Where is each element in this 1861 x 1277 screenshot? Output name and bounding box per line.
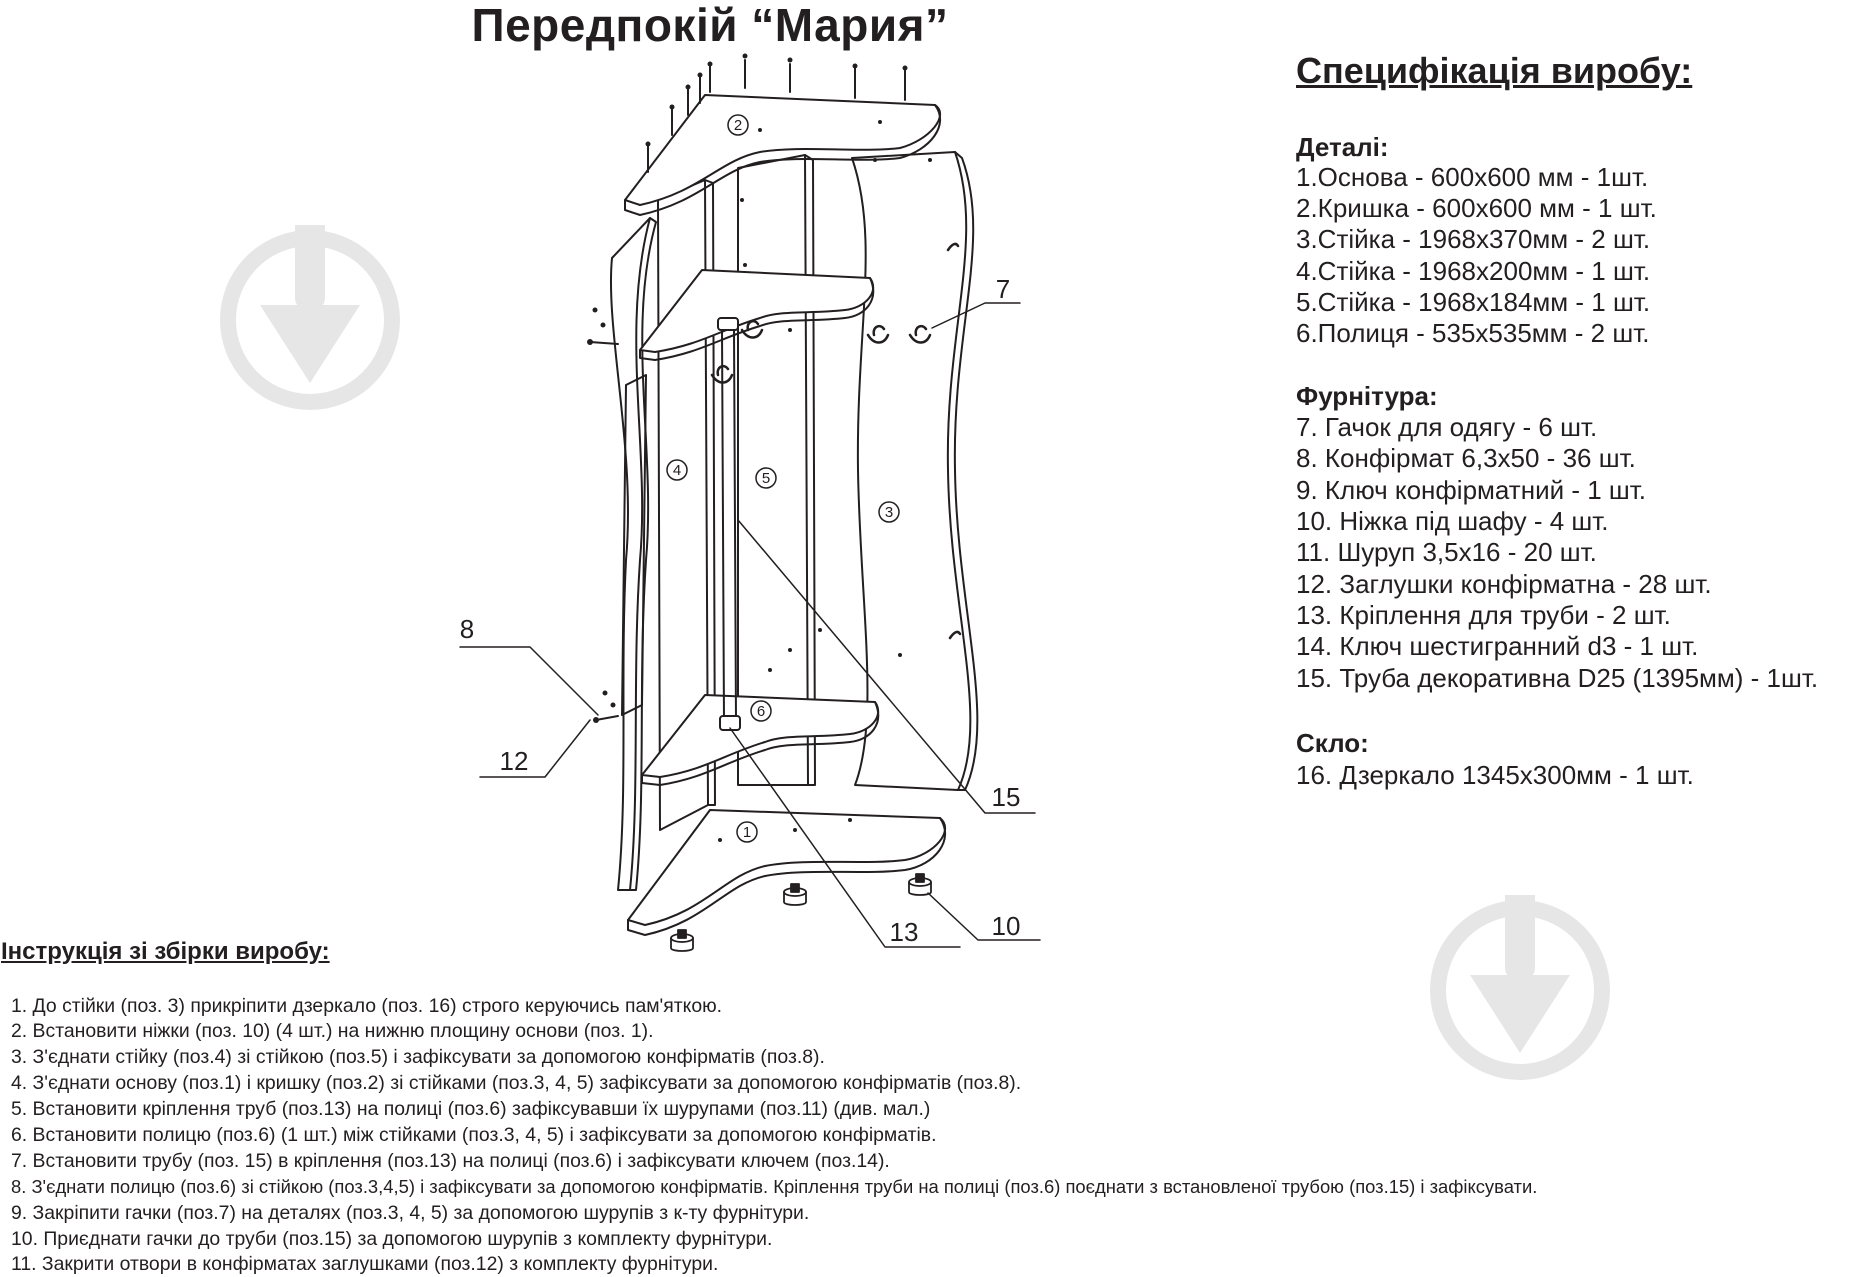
part-marker-6	[750, 700, 772, 722]
hardware-item: 14. Ключ шестигранний d3 - 1 шт.	[1296, 631, 1699, 661]
hardware-item: 11. Шуруп 3,5х16 - 20 шт.	[1296, 537, 1597, 567]
instruction-step: 5. Встановити кріплення труб (поз.13) на…	[11, 1098, 931, 1120]
detail-item: 3.Стійка - 1968х370мм - 2 шт.	[1296, 224, 1651, 254]
base-part-1	[627, 809, 946, 936]
callout-15: 15	[992, 782, 1021, 812]
detail-item: 6.Полиця - 535х535мм - 2 шт.	[1296, 318, 1650, 348]
hardware-item: 8. Конфірмат 6,3х50 - 36 шт.	[1296, 443, 1636, 473]
instruction-step: 8. З'єднати полицю (поз.6) зі стійкою (п…	[11, 1176, 1538, 1197]
hardware-item: 10. Ніжка під шафу - 4 шт.	[1296, 506, 1609, 536]
legs-part-10	[670, 873, 932, 952]
instruction-step: 3. З'єднати стійку (поз.4) зі стійкою (п…	[11, 1046, 825, 1068]
lid-part-2	[624, 94, 941, 216]
instruction-step: 10. Приєднати гачки до труби (поз.15) за…	[11, 1228, 773, 1250]
instruction-step: 7. Встановити трубу (поз. 15) в кріпленн…	[11, 1150, 890, 1172]
glass-title: Скло:	[1296, 728, 1369, 758]
assembly-diagram: 1 2 3 4 5 6 7 8 10 12 13 15	[459, 53, 1041, 952]
instruction-step: 4. З'єднати основу (поз.1) і кришку (поз…	[11, 1072, 1022, 1094]
mirror-side-panel	[609, 217, 657, 891]
hooks-part-7	[710, 242, 962, 640]
assembly-holes	[718, 120, 932, 842]
part-marker-6-label: 6	[757, 703, 765, 720]
panel-part-3	[851, 151, 979, 791]
part-marker-3	[878, 501, 900, 523]
download-watermark-icon	[220, 225, 400, 410]
callout-12: 12	[500, 746, 529, 776]
instruction-step: 11. Закрити отвори в конфірматах заглушк…	[11, 1253, 719, 1275]
part-marker-1-label: 1	[743, 824, 751, 841]
instructions-title: Інструкція зі збірки виробу:	[1, 938, 330, 965]
hardware-item: 7. Гачок для одягу - 6 шт.	[1296, 412, 1598, 442]
part-marker-3-label: 3	[885, 504, 893, 521]
instruction-step: 6. Встановити полицю (поз.6) (1 шт.) між…	[11, 1124, 937, 1146]
callout-7: 7	[996, 274, 1010, 304]
hardware-item: 12. Заглушки конфірматна - 28 шт.	[1296, 569, 1712, 599]
part-marker-5-label: 5	[762, 470, 770, 487]
tube-part-15	[717, 317, 741, 731]
download-watermark-icon-2	[1430, 895, 1610, 1080]
instruction-step: 9. Закріпити гачки (поз.7) на деталях (п…	[11, 1202, 810, 1224]
detail-item: 1.Основа - 600х600 мм - 1шт.	[1296, 162, 1649, 192]
hardware-title: Фурнітура:	[1296, 381, 1438, 411]
glass-item: 16. Дзеркало 1345х300мм - 1 шт.	[1296, 760, 1694, 790]
hardware-item: 15. Труба декоративна D25 (1395мм) - 1шт…	[1296, 663, 1819, 693]
hardware-item: 13. Кріплення для труби - 2 шт.	[1296, 600, 1671, 630]
page-title: Передпокій “Мария”	[471, 0, 949, 51]
part-marker-2-label: 2	[734, 117, 742, 134]
detail-item: 2.Кришка - 600х600 мм - 1 шт.	[1296, 193, 1657, 223]
callout-10: 10	[992, 911, 1021, 941]
shelf-part-6-lower	[641, 694, 880, 786]
part-marker-1	[736, 821, 758, 843]
callout-leaders	[459, 302, 1041, 948]
part-marker-2	[727, 114, 749, 136]
detail-item: 4.Стійка - 1968х200мм - 1 шт.	[1296, 256, 1651, 286]
shelf-part-6-upper	[639, 269, 875, 361]
instruction-step: 1. До стійки (поз. 3) прикріпити дзеркал…	[11, 995, 723, 1017]
part-marker-4-label: 4	[673, 462, 681, 479]
panel-part-5	[737, 154, 816, 786]
spec-title: Специфікація виробу:	[1296, 50, 1693, 91]
part-marker-4	[666, 459, 688, 481]
part-markers	[666, 114, 900, 843]
screw-heads-part-8	[587, 53, 908, 723]
screws-part-8	[589, 59, 906, 721]
part-marker-5	[755, 467, 777, 489]
details-title: Деталі:	[1296, 132, 1389, 162]
hardware-item: 9. Ключ конфірматний - 1 шт.	[1296, 475, 1647, 505]
callout-8: 8	[460, 614, 474, 644]
callout-13: 13	[890, 917, 919, 947]
instruction-step: 2. Встановити ніжки (поз. 10) (4 шт.) на…	[11, 1020, 654, 1042]
detail-item: 5.Стійка - 1968х184мм - 1 шт.	[1296, 287, 1651, 317]
